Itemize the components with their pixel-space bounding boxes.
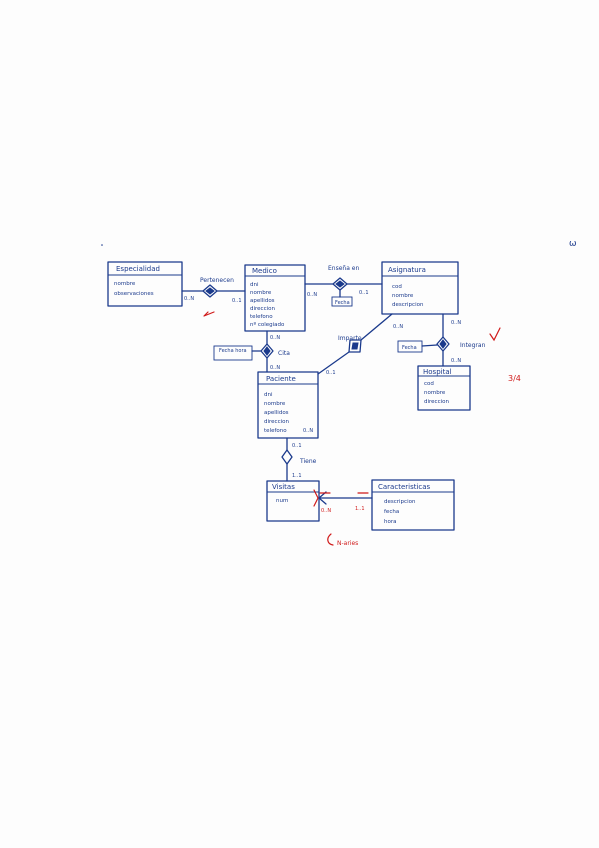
entity-especialidad-attr: nombre [114, 281, 136, 287]
relationship-imparte-label: Imparte [338, 335, 362, 342]
relationship-ensena-label: Enseña en [328, 265, 359, 272]
entity-visitas: Visitas num [266, 480, 320, 522]
entity-caracteristicas-title: Caracteristicas [378, 483, 431, 491]
entity-especialidad-attr: observaciones [114, 291, 154, 297]
entity-paciente-attr: nombre [264, 401, 286, 407]
stray-mark [101, 244, 103, 246]
grade-mark: 3/4 [508, 374, 521, 383]
card-paciente-telefono: 0..N [303, 428, 313, 434]
entity-hospital-attr: cod [424, 381, 434, 387]
card-paciente-tiene: 0..1 [292, 443, 302, 449]
relationship-imparte: Imparte 0..N 0..1 [317, 313, 403, 376]
card-medico-pertenecen: 0..1 [232, 298, 242, 304]
relationship-tiene-label: Tiene [299, 458, 317, 465]
entity-visitas-title: Visitas [272, 483, 295, 491]
entity-asignatura-attr: cod [392, 284, 402, 290]
entity-medico-attr: nombre [250, 290, 272, 296]
card-asignatura-imparte: 0..N [393, 324, 403, 330]
relationship-integran: Fecha Integran 0..N 0..N [397, 313, 501, 367]
entity-caracteristicas-attr: descripcion [384, 499, 416, 505]
card-asignatura-integran: 0..N [451, 320, 461, 326]
card-especialidad: 0..N [184, 296, 194, 302]
relationship-cita-label: Cita [278, 350, 290, 357]
entity-especialidad: Especialidad nombre observaciones [107, 261, 183, 307]
relationship-cita: Fecha hora Cita 0..N 0..N [213, 330, 290, 373]
entity-asignatura-attr: nombre [392, 293, 414, 299]
entity-asignatura: Asignatura cod nombre descripcion [381, 261, 459, 315]
entity-hospital-attr: nombre [424, 390, 446, 396]
entity-hospital-attr: direccion [424, 399, 449, 405]
relationship-pertenecen: Pertenecen 0..N 0..1 [181, 277, 246, 317]
card-visitas-car: 0..N [321, 508, 331, 514]
entity-medico-attr: nº colegiado [250, 321, 285, 328]
card-paciente-imparte: 0..1 [326, 370, 336, 376]
grading-marks: 3/4 N-aries [327, 374, 521, 547]
relationship-visitas-caracteristicas: 0..N 1..1 [313, 489, 373, 514]
entity-medico-attr: apellidos [250, 298, 275, 304]
card-hospital-integran: 0..N [451, 358, 461, 364]
entity-medico-title: Medico [252, 267, 277, 275]
tag-fecha: Fecha [335, 300, 350, 306]
entity-paciente-attr: apellidos [264, 410, 289, 416]
relationship-integran-label: Integran [460, 342, 486, 349]
entity-asignatura-title: Asignatura [388, 266, 426, 274]
tag-fecha-small: Fecha [402, 345, 417, 351]
card-visitas-tiene: 1..1 [292, 473, 302, 479]
relationship-ensena: Fecha Enseña en 0..N 0..1 [304, 265, 383, 307]
entity-medico-attr: telefono [250, 314, 273, 320]
entity-asignatura-attr: descripcion [392, 302, 424, 308]
card-car-visitas: 1..1 [355, 506, 365, 512]
entity-visitas-attr: num [276, 498, 288, 504]
note-n-aries: N-aries [337, 540, 358, 547]
entity-medico: Medico dni nombre apellidos direccion te… [244, 264, 306, 332]
entity-hospital-title: Hospital [423, 368, 452, 376]
entity-caracteristicas-attr: fecha [384, 509, 399, 515]
relationship-pertenecen-label: Pertenecen [200, 277, 234, 284]
entity-especialidad-title: Especialidad [116, 265, 160, 273]
entity-medico-attr: direccion [250, 306, 275, 312]
entity-paciente-attr: telefono [264, 428, 287, 434]
relationship-tiene: Tiene 0..1 1..1 [281, 437, 317, 482]
entity-medico-attr: dni [250, 282, 259, 288]
entity-paciente-title: Paciente [266, 375, 296, 383]
entity-hospital: Hospital cod nombre direccion [417, 365, 471, 411]
entity-paciente-attr: direccion [264, 419, 289, 425]
tag-fecha-hora: Fecha hora [219, 348, 247, 354]
card-medico-ensena: 0..N [307, 292, 317, 298]
entity-caracteristicas-attr: hora [384, 519, 396, 525]
entity-paciente-attr: dni [264, 392, 273, 398]
entity-caracteristicas: Caracteristicas descripcion fecha hora [371, 479, 455, 531]
card-medico-cita: 0..N [270, 335, 280, 341]
card-paciente-cita: 0..N [270, 365, 280, 371]
card-asignatura-ensena: 0..1 [359, 290, 369, 296]
page-mark: ω [569, 239, 577, 249]
entity-paciente: Paciente dni nombre apellidos direccion … [257, 371, 319, 439]
